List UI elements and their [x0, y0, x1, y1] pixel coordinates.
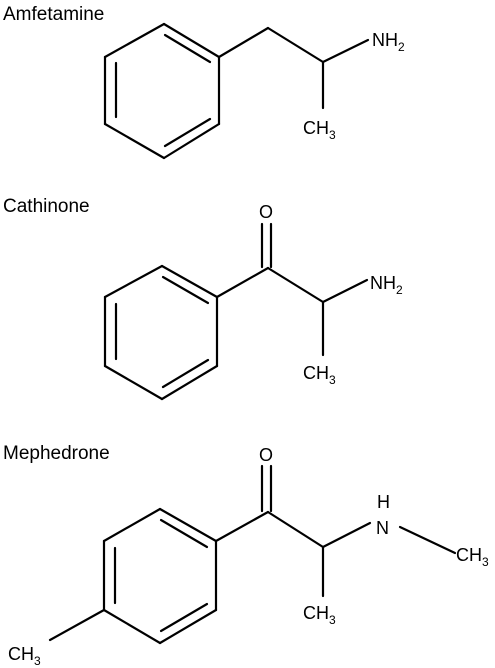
benzene-ring-amfetamine [103, 22, 221, 160]
side-chain-amfetamine [217, 26, 370, 110]
methyl-label-mephedrone: CH3 [303, 603, 336, 627]
molecule-amfetamine: Amfetamine NH2 CH3 [3, 4, 405, 160]
molecule-title-amfetamine: Amfetamine [3, 4, 104, 25]
hydrogen-label-mephedrone: H [377, 492, 390, 512]
side-chain-cathinone [215, 222, 369, 357]
molecule-cathinone: Cathinone O NH2 CH3 [3, 196, 403, 401]
methyl-label-amfetamine: CH3 [303, 118, 336, 142]
amine-label-cathinone: NH2 [370, 273, 403, 297]
n-methyl-label-mephedrone: CH3 [456, 545, 489, 569]
side-chain-mephedrone [48, 464, 457, 642]
benzene-ring-mephedrone [102, 507, 218, 645]
methyl-label-cathinone: CH3 [303, 363, 336, 387]
molecule-title-cathinone: Cathinone [3, 196, 90, 217]
nitrogen-label-mephedrone: N [376, 518, 389, 538]
benzene-ring-cathinone [103, 264, 219, 401]
oxygen-label-mephedrone: O [259, 445, 273, 465]
amine-label-amfetamine: NH2 [372, 30, 405, 54]
molecule-mephedrone: Mephedrone O H N CH3 [3, 443, 489, 668]
oxygen-label-cathinone: O [259, 202, 273, 222]
molecule-title-mephedrone: Mephedrone [3, 443, 110, 464]
ring-methyl-label-mephedrone: CH3 [8, 644, 41, 668]
